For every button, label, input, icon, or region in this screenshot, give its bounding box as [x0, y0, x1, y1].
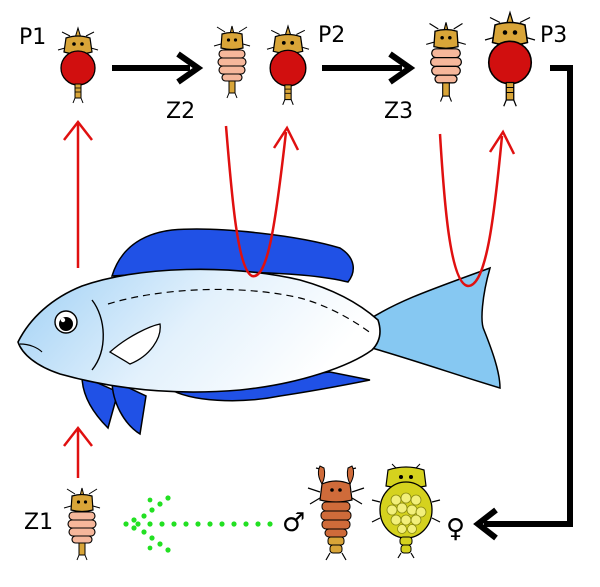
- infection-arrows: [63, 119, 516, 478]
- louse-p3-icon: [484, 11, 536, 108]
- label-z2: Z2: [166, 99, 196, 124]
- label-z1: Z1: [24, 510, 54, 535]
- female-louse-icon: [371, 463, 441, 559]
- development-arrows: [112, 51, 573, 541]
- louse-z1-icon: [63, 487, 101, 561]
- label-p2: P2: [318, 23, 346, 48]
- label-p1: P1: [19, 25, 47, 50]
- louse-p2-icon: [266, 25, 310, 106]
- label-z3: Z3: [384, 99, 414, 124]
- female-symbol: ♀: [446, 514, 466, 544]
- louse-p1-icon: [57, 27, 99, 104]
- dispersal-dots: [123, 495, 273, 553]
- label-p3: P3: [540, 23, 568, 48]
- male-louse-icon: [307, 465, 365, 561]
- fish-host-icon: [17, 228, 501, 436]
- louse-z3-icon: [425, 21, 467, 103]
- male-symbol: ♂: [282, 508, 306, 538]
- louse-z2-icon: [213, 25, 251, 99]
